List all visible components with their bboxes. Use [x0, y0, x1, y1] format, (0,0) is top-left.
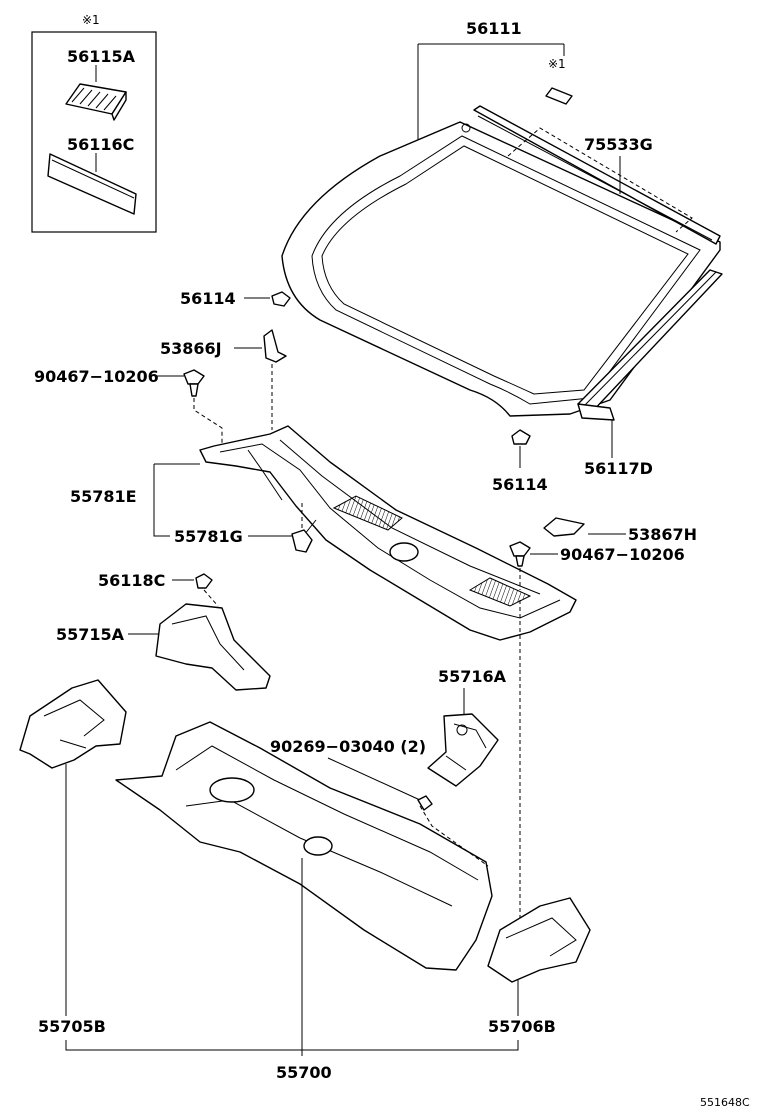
footer-code: 551648C: [700, 1096, 750, 1109]
clip-90467-left: 90467−10206: [34, 367, 223, 452]
spacer-56114-top: 56114: [180, 289, 291, 308]
bracket-55715A: 55715A: [56, 603, 271, 691]
label-56116C: 56116C: [67, 135, 134, 154]
label-56115A: 56115A: [67, 47, 136, 66]
bracket-55716A: 55716A: [427, 667, 507, 787]
label-55705B: 55705B: [38, 1017, 106, 1036]
cowl-top-panel-55781E: [199, 425, 577, 641]
seal-55781G: 55781G: [174, 500, 313, 553]
label-55781G: 55781G: [174, 527, 243, 546]
label-90467-left: 90467−10206: [34, 367, 159, 386]
bracket-55705B: 55705B: [19, 679, 127, 1036]
label-55716A: 55716A: [438, 667, 507, 686]
group-bracket-line: [65, 1040, 519, 1051]
label-75533G: 75533G: [584, 135, 653, 154]
moulding-75533G: 75533G: [473, 105, 721, 245]
seal-53867H: 53867H: [543, 517, 697, 544]
label-group-55781E: 55781E: [70, 463, 200, 537]
seal-53866J: 53866J: [160, 329, 287, 430]
label-56117D: 56117D: [584, 459, 653, 478]
label-56111: 56111: [466, 19, 522, 38]
label-56114-bottom: 56114: [492, 475, 548, 494]
inset-box-note: ※1: [82, 13, 100, 27]
label-55715A: 55715A: [56, 625, 125, 644]
label-55781E: 55781E: [70, 487, 137, 506]
clip-part-56115A: [65, 83, 127, 121]
nut-56118C: 56118C: [98, 571, 219, 607]
label-56118C: 56118C: [98, 571, 165, 590]
inset-box-frame: [31, 31, 157, 233]
windshield-glass: 56111 ※1: [281, 19, 721, 417]
bolt-90269: 90269−03040 (2): [270, 737, 433, 811]
bracket-55706B: 55706B: [487, 600, 591, 1036]
dash-panel-55700: 55700: [115, 721, 493, 1082]
label-55700: 55700: [276, 1063, 332, 1082]
inset-box: ※1 56115A 56116C: [31, 13, 157, 233]
label-56114-top: 56114: [180, 289, 236, 308]
moulding-56117D: 56117D: [577, 269, 723, 478]
clip-90467-right: 90467−10206: [509, 541, 685, 590]
label-56111-note: ※1: [548, 57, 566, 71]
pad-part-56116C: [47, 153, 137, 215]
label-53866J: 53866J: [160, 339, 222, 358]
glass-clip-part: [545, 87, 573, 105]
label-53867H: 53867H: [628, 525, 697, 544]
label-90467-right: 90467−10206: [560, 545, 685, 564]
label-55706B: 55706B: [488, 1017, 556, 1036]
spacer-56114-bottom: 56114: [492, 429, 548, 494]
label-90269: 90269−03040 (2): [270, 737, 426, 756]
